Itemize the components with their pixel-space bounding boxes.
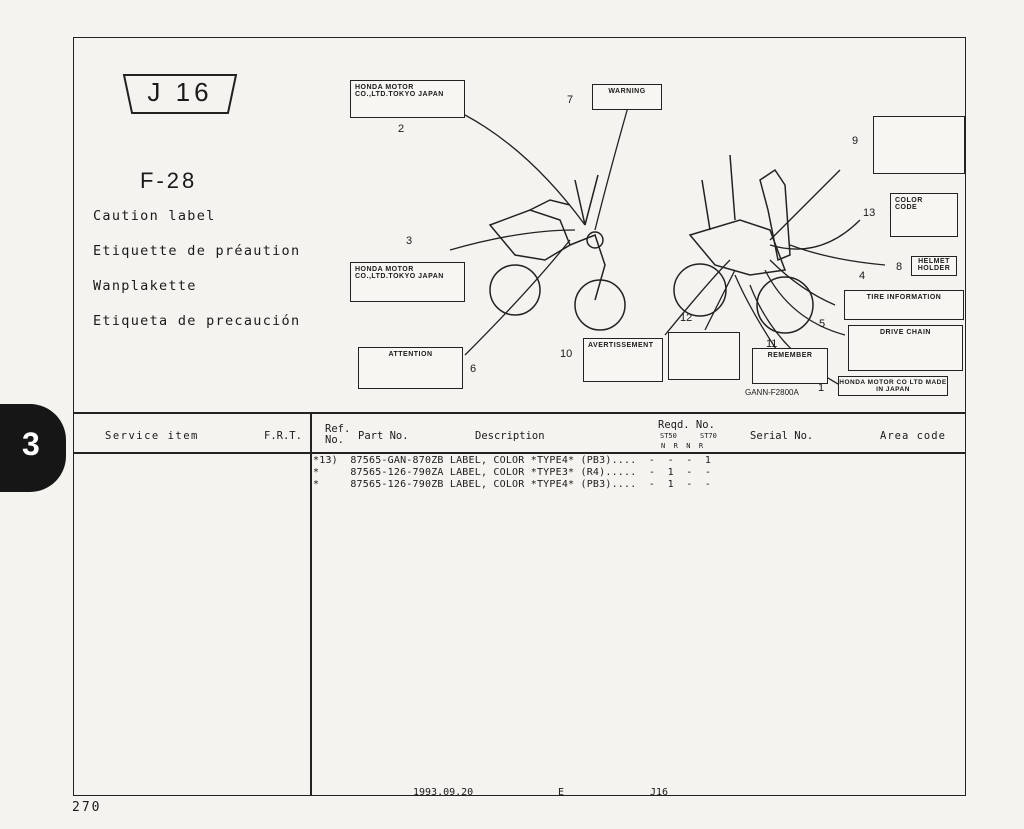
label-10: AVERTISSEMENT: [583, 338, 663, 382]
label-11-text: REMEMBER: [767, 352, 813, 359]
label-13-text: COLOR CODE: [895, 197, 923, 211]
col-serial-no: Serial No.: [750, 430, 814, 442]
section-tab-number: 3: [22, 426, 40, 462]
label-10-ref: 10: [560, 348, 573, 360]
label-1: HONDA MOTOR CO LTD MADE IN JAPAN: [838, 376, 948, 396]
label-11-ref: 11: [766, 338, 778, 350]
col-frt: F.R.T.: [264, 430, 302, 442]
col-ref-no: Ref. No.: [325, 423, 351, 446]
caption-de: Wanplakette: [93, 278, 197, 294]
badge-outline-icon: [122, 74, 238, 114]
label-2: HONDA MOTOR CO.,LTD.TOKYO JAPAN: [350, 80, 465, 118]
col-description: Description: [475, 430, 545, 442]
service-column-divider: [310, 412, 312, 796]
label-9: [873, 116, 965, 174]
label-7-ref: 7: [567, 94, 574, 106]
label-7-text: WARNING: [608, 88, 646, 95]
label-8-text: HELMET HOLDER: [917, 258, 951, 272]
label-7: WARNING: [592, 84, 662, 110]
label-2-text: HONDA MOTOR CO.,LTD.TOKYO JAPAN: [355, 84, 444, 98]
section-tab: 3: [0, 404, 66, 492]
label-8-ref: 8: [896, 261, 903, 273]
label-9-ref: 9: [852, 135, 859, 147]
col-service-item: Service item: [105, 430, 199, 442]
drawing-code: GANN-F2800A: [745, 388, 799, 397]
caption-fr: Etiquette de préaution: [93, 243, 301, 259]
label-6: ATTENTION: [358, 347, 463, 389]
col-area-code: Area code: [880, 430, 946, 442]
footer-code: J16: [650, 787, 669, 798]
label-3-ref: 3: [406, 235, 413, 247]
label-4-text: TIRE INFORMATION: [866, 294, 942, 301]
page-frame: [73, 37, 966, 796]
label-13: COLOR CODE: [890, 193, 958, 237]
motorcycle-drawing-icon: [449, 99, 886, 386]
caption-en: Caution label: [93, 208, 216, 224]
col-st50: ST50: [660, 432, 677, 440]
label-diagram: HONDA MOTOR CO.,LTD.TOKYO JAPAN 2 3 HOND…: [330, 60, 970, 410]
label-3: HONDA MOTOR CO.,LTD.TOKYO JAPAN: [350, 262, 465, 302]
label-1-ref: 1: [818, 382, 825, 394]
label-12: [668, 332, 740, 380]
col-reqd-no: Reqd. No.: [658, 419, 715, 431]
section-code: J 16: [147, 77, 213, 107]
table-top-rule: [73, 412, 966, 414]
table-row: * 87565-126-790ZA LABEL, COLOR *TYPE3* (…: [313, 467, 712, 478]
label-6-ref: 6: [470, 363, 477, 375]
col-sub-nr: N R N R: [661, 442, 704, 450]
label-3-text: HONDA MOTOR CO.,LTD.TOKYO JAPAN: [355, 266, 444, 280]
table-header-rule: [73, 452, 966, 454]
caption-es: Etiqueta de precaución: [93, 313, 301, 329]
page-number: 270: [72, 800, 102, 815]
label-10-text: AVERTISSEMENT: [588, 342, 654, 349]
label-5-ref: 5: [819, 318, 826, 330]
table-row: *13) 87565-GAN-870ZB LABEL, COLOR *TYPE4…: [313, 455, 712, 466]
footer-date: 1993.09.20: [413, 787, 474, 798]
label-4-ref: 4: [859, 270, 866, 282]
label-4: TIRE INFORMATION: [844, 290, 964, 320]
label-1-text: HONDA MOTOR CO LTD MADE IN JAPAN: [839, 379, 947, 393]
label-8: HELMET HOLDER: [911, 256, 957, 276]
section-code-badge: J 16: [120, 73, 240, 117]
figure-code: F-28: [140, 168, 198, 193]
label-5-text: DRIVE CHAIN: [879, 329, 931, 336]
label-12-ref: 12: [680, 312, 693, 324]
label-5: DRIVE CHAIN: [848, 325, 963, 371]
label-6-text: ATTENTION: [388, 351, 433, 358]
footer-edition: E: [558, 787, 565, 798]
label-13-ref: 13: [863, 207, 876, 219]
table-row: * 87565-126-790ZB LABEL, COLOR *TYPE4* (…: [313, 479, 712, 490]
label-11: REMEMBER: [752, 348, 828, 384]
col-st70: ST70: [700, 432, 717, 440]
label-2-ref: 2: [398, 123, 405, 135]
col-part-no: Part No.: [358, 430, 409, 442]
